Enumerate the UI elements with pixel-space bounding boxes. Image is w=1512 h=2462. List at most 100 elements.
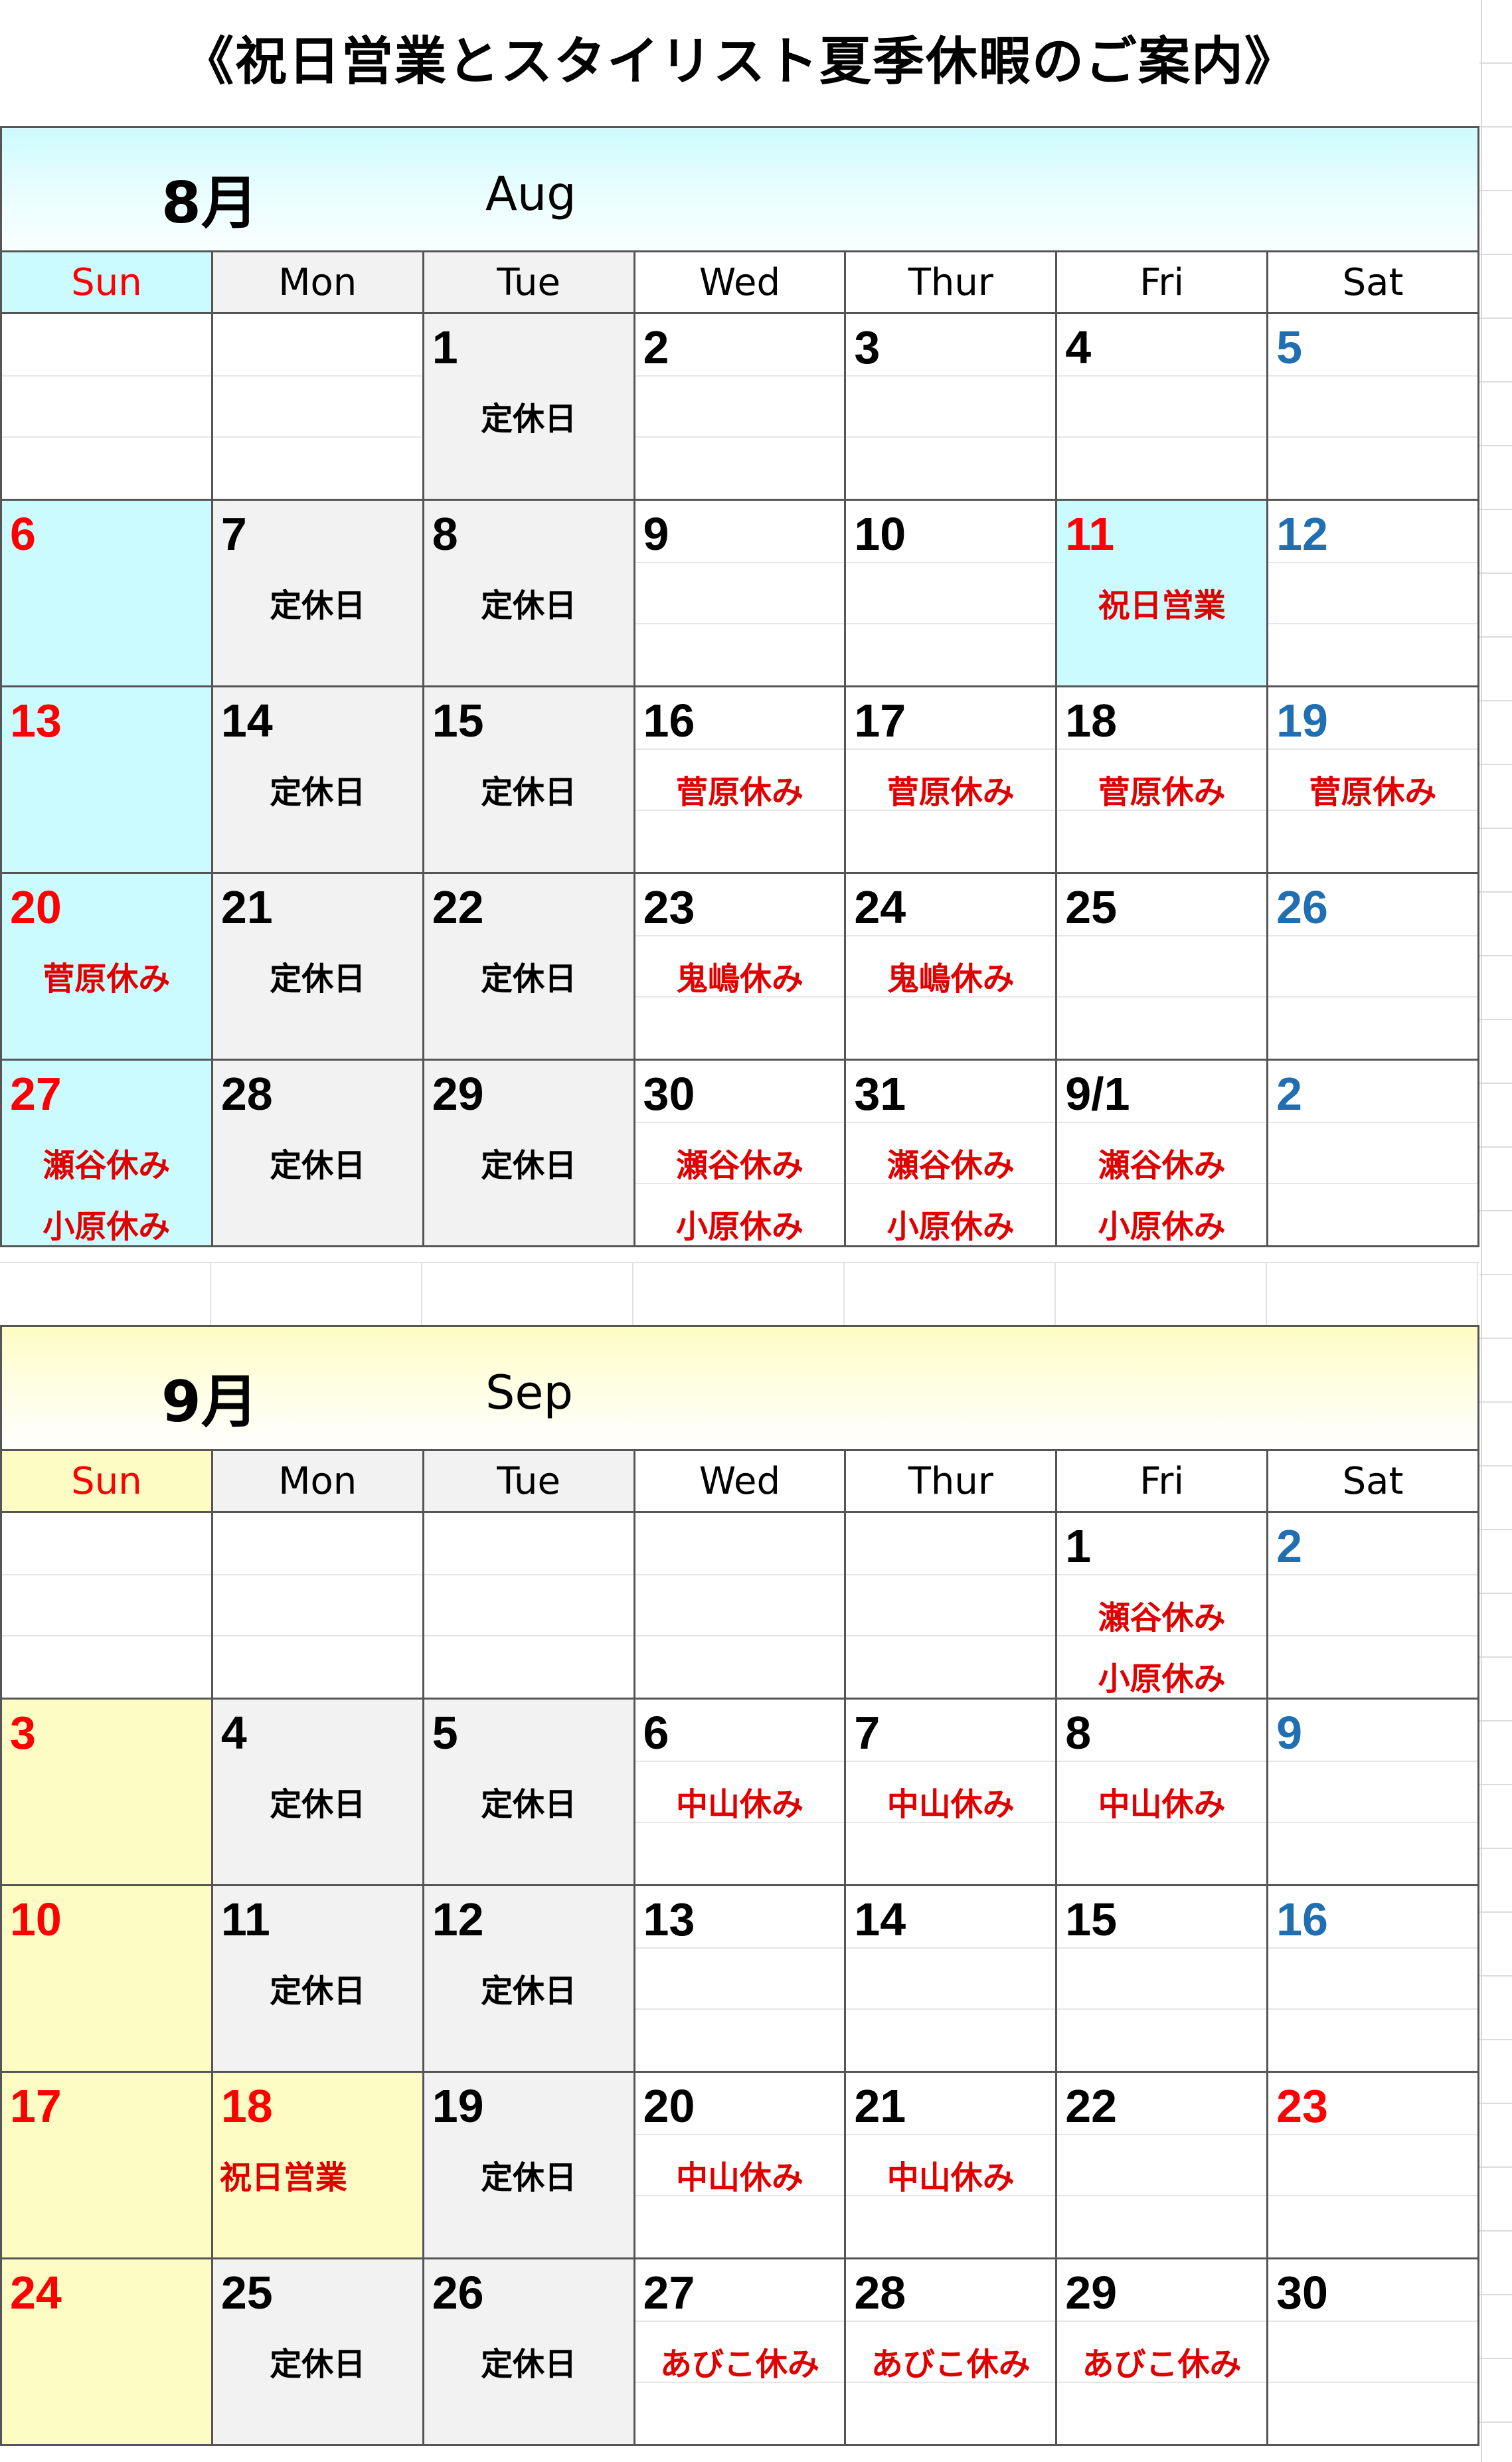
cell-gridline xyxy=(1057,996,1267,998)
day-number: 11 xyxy=(1065,508,1115,560)
month-header-row: 9月 Sep xyxy=(0,1325,1479,1451)
day-note: 菅原休み xyxy=(1309,774,1437,811)
cell-gridline xyxy=(635,996,845,998)
day-number: 22 xyxy=(432,881,484,933)
cell-gridline xyxy=(2,436,211,438)
weekday-fri: Fri xyxy=(1055,1449,1269,1513)
cell-gridline xyxy=(635,375,845,377)
day-note: 祝日営業 xyxy=(1098,587,1226,624)
cell-gridline xyxy=(846,2134,1056,2135)
day-cell: 1 定休日 xyxy=(422,312,635,501)
day-number: 15 xyxy=(1065,1893,1118,1945)
cell-gridline xyxy=(1057,375,1267,377)
day-note: 定休日 xyxy=(481,1147,577,1184)
day-cell: 29 定休日 xyxy=(422,1059,635,1247)
cell-gridline xyxy=(212,436,422,438)
weekday-mon: Mon xyxy=(210,250,424,314)
day-note: 鬼嶋休み xyxy=(886,960,1015,998)
day-note: 定休日 xyxy=(270,587,366,624)
cell-gridline xyxy=(635,1635,845,1636)
cell-gridline xyxy=(212,1635,422,1636)
day-note: 定休日 xyxy=(481,400,577,438)
day-number: 9 xyxy=(643,508,669,560)
cell-gridline xyxy=(846,2008,1056,2010)
day-cell xyxy=(422,1511,635,1700)
cell-gridline xyxy=(1268,996,1477,998)
day-number: 25 xyxy=(1065,881,1118,933)
cell-gridline xyxy=(1057,1183,1267,1184)
cell-gridline xyxy=(1268,1822,1477,1823)
day-note: 定休日 xyxy=(481,774,577,811)
day-number: 10 xyxy=(854,508,906,560)
day-note: 祝日営業 xyxy=(219,2159,347,2196)
cell-gridline xyxy=(1057,810,1267,811)
weekday-wed: Wed xyxy=(633,1449,847,1513)
day-cell: 2 xyxy=(1266,1511,1479,1700)
day-number: 26 xyxy=(432,2267,484,2319)
day-number: 6 xyxy=(643,1707,669,1759)
month-label-en: Aug xyxy=(485,167,576,221)
day-number: 1 xyxy=(432,321,458,373)
day-number: 12 xyxy=(432,1893,484,1945)
day-number: 3 xyxy=(854,321,881,373)
day-cell: 12 xyxy=(1266,499,1479,687)
day-number: 26 xyxy=(1276,881,1328,933)
cell-gridline xyxy=(1268,1183,1477,1184)
weekday-sat: Sat xyxy=(1266,1449,1479,1513)
day-note: 瀬谷休み xyxy=(1098,1599,1226,1636)
day-number: 1 xyxy=(1065,1520,1092,1572)
day-note: 定休日 xyxy=(270,1147,366,1184)
day-number: 2 xyxy=(1276,1068,1302,1120)
day-number: 5 xyxy=(1276,321,1302,373)
weekday-wed: Wed xyxy=(633,250,847,314)
day-note: 定休日 xyxy=(481,1786,577,1823)
cell-gridline xyxy=(1268,2008,1477,2010)
cell-gridline xyxy=(1057,1635,1267,1636)
day-note: 定休日 xyxy=(270,960,366,998)
day-note: 中山休み xyxy=(886,1786,1015,1823)
day-number: 29 xyxy=(432,1068,484,1120)
day-number: 16 xyxy=(643,695,695,747)
cell-gridline xyxy=(2,1574,211,1575)
day-cell: 24 xyxy=(0,2257,213,2446)
cell-gridline xyxy=(1057,2321,1267,2322)
day-cell: 12 定休日 xyxy=(422,1884,635,2073)
cell-gridline xyxy=(635,2321,845,2322)
day-note: 菅原休み xyxy=(886,774,1015,811)
cell-gridline xyxy=(424,1635,633,1636)
cell-gridline xyxy=(635,2008,845,2010)
cell-gridline xyxy=(846,2321,1056,2322)
month-label-jp: 9月 xyxy=(161,1369,258,1435)
cell-gridline xyxy=(424,1574,633,1575)
cell-gridline xyxy=(635,1822,845,1823)
day-number: 31 xyxy=(854,1068,906,1120)
weekday-sun: Sun xyxy=(0,250,213,314)
cell-gridline xyxy=(1057,2008,1267,2010)
day-note: あびこ休み xyxy=(871,2346,1031,2383)
day-number: 25 xyxy=(220,2267,273,2319)
cell-gridline xyxy=(635,1574,845,1575)
day-note: 瀬谷休み xyxy=(1098,1147,1226,1184)
cell-gridline xyxy=(2,375,211,377)
cell-gridline xyxy=(846,996,1056,998)
day-cell: 9 xyxy=(633,499,847,687)
month-header: 9月 Sep xyxy=(0,1325,1479,1451)
cell-gridline xyxy=(635,748,845,750)
day-number: 23 xyxy=(1276,2080,1328,2132)
cell-gridline xyxy=(2,1635,211,1636)
day-number: 9 xyxy=(1276,1707,1302,1759)
cell-gridline xyxy=(635,1183,845,1184)
day-note: 定休日 xyxy=(481,1973,577,2010)
